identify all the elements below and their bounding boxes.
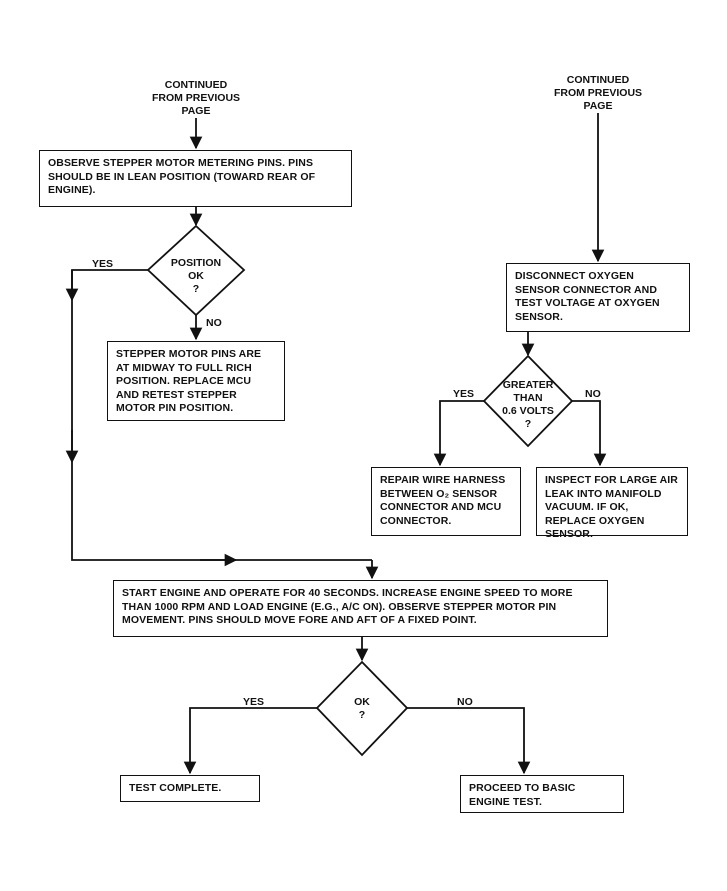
ok-decision-diamond	[315, 660, 409, 757]
test-complete-box: TEST COMPLETE.	[120, 775, 260, 802]
line-voltage-yes	[433, 400, 484, 467]
line-ok-yes	[183, 707, 317, 775]
position-no-label: NO	[206, 317, 222, 329]
inspect-air-leak-box: INSPECT FOR LARGE AIR LEAK INTO MANIFOLD…	[536, 467, 688, 540]
right-continued-label: CONTINUED FROM PREVIOUS PAGE	[553, 74, 643, 112]
start-engine-box: START ENGINE AND OPERATE FOR 40 SECONDS.…	[113, 580, 608, 637]
position-decision-text: POSITION OK ?	[170, 257, 222, 295]
position-decision-diamond	[146, 224, 246, 317]
ok-yes-label: YES	[243, 696, 265, 708]
voltage-decision-text: GREATER THAN 0.6 VOLTS ?	[502, 379, 554, 430]
voltage-yes-label: YES	[453, 388, 475, 400]
disconnect-box: DISCONNECT OXYGEN SENSOR CONNECTOR AND T…	[506, 263, 690, 332]
observe-pins-box: OBSERVE STEPPER MOTOR METERING PINS. PIN…	[39, 150, 352, 207]
voltage-decision-diamond	[482, 354, 574, 448]
midway-box: STEPPER MOTOR PINS ARE AT MIDWAY TO FULL…	[107, 341, 285, 421]
ok-decision-text: OK ?	[354, 696, 370, 721]
ok-no-label: NO	[457, 696, 473, 708]
position-yes-label: YES	[92, 258, 114, 270]
repair-harness-box: REPAIR WIRE HARNESS BETWEEN O₂ SENSOR CO…	[371, 467, 521, 536]
left-continued-label: CONTINUED FROM PREVIOUS PAGE	[151, 79, 241, 117]
line-voltage-no	[572, 400, 607, 467]
line-ok-no	[407, 707, 531, 775]
basic-engine-test-box: PROCEED TO BASIC ENGINE TEST.	[460, 775, 624, 813]
voltage-no-label: NO	[585, 388, 601, 400]
